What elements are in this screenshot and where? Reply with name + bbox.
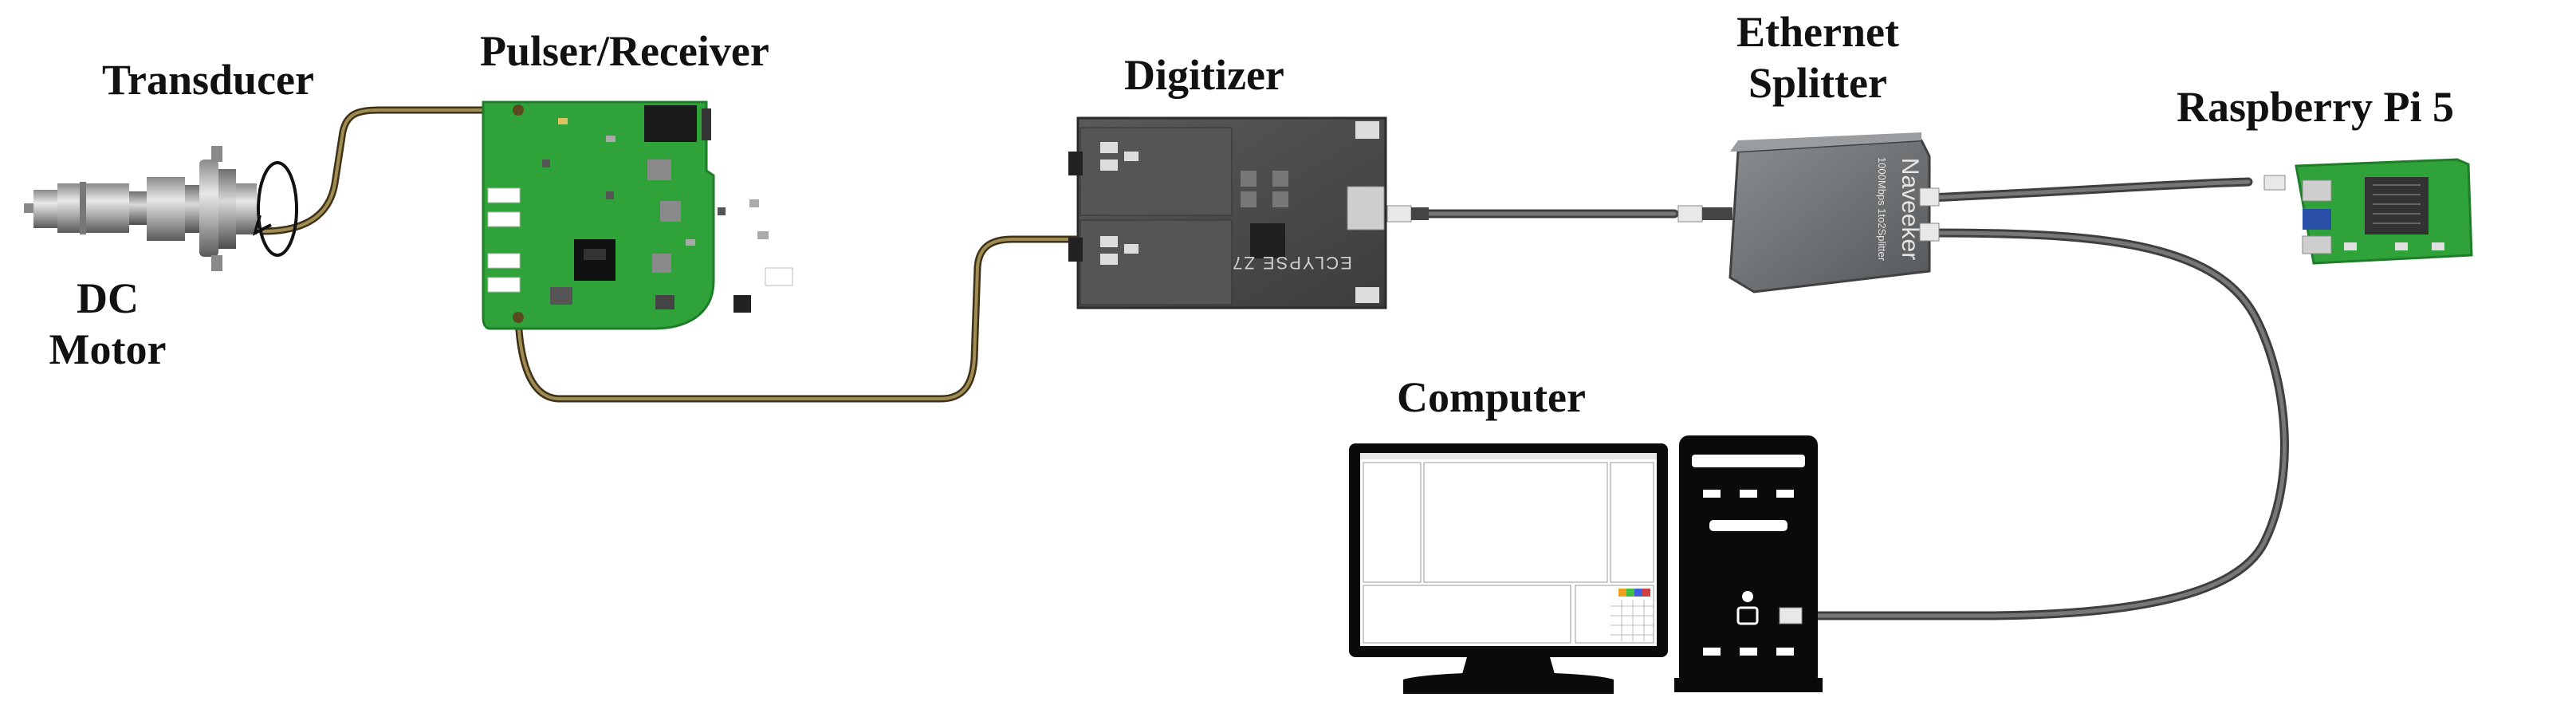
digitizer-label: Digitizer <box>1124 51 1284 99</box>
splitter-brand-text: Naveeker <box>1897 158 1923 260</box>
ethernet-cable-splitter-to-raspberry-pi <box>1925 177 2253 203</box>
coax-cable-transducer-to-pulser <box>259 106 522 235</box>
raspberry-pi-label: Raspberry Pi 5 <box>2177 83 2454 131</box>
ethernet-splitter-label-line2: Splitter <box>1748 59 1887 107</box>
computer-monitor <box>1349 443 1668 694</box>
dc-motor-label-line1: DC <box>77 274 139 322</box>
raspberry-pi-board <box>2263 158 2473 265</box>
digitizer-brand-text: ECLYPSE Z7 <box>1231 253 1352 273</box>
pulser-receiver-board <box>482 100 793 330</box>
transducer-motor-assembly <box>24 146 257 271</box>
computer-tower <box>1674 435 1823 692</box>
dc-motor-label: DC Motor <box>32 273 183 375</box>
splitter-model-text: 1000Mbps 1to2Splitter <box>1876 157 1888 262</box>
pulser-receiver-label: Pulser/Receiver <box>480 27 769 75</box>
transducer-label: Transducer <box>102 56 314 104</box>
ethernet-cable-splitter-to-computer <box>1813 228 2289 620</box>
ethernet-splitter-label: Ethernet Splitter <box>1698 6 1937 108</box>
rotation-arrow-icon <box>252 161 298 257</box>
ethernet-splitter-label-line1: Ethernet <box>1736 8 1899 56</box>
digitizer-board: ECLYPSE Z7 <box>1068 116 1387 309</box>
ethernet-splitter-device: Naveeker 1000Mbps 1to2Splitter <box>1677 132 1940 293</box>
coax-cable-pulser-to-digitizer <box>514 235 1084 403</box>
computer-label: Computer <box>1397 373 1586 421</box>
dc-motor-label-line2: Motor <box>49 325 167 373</box>
digitizer-ethernet-connector <box>1386 205 1429 223</box>
